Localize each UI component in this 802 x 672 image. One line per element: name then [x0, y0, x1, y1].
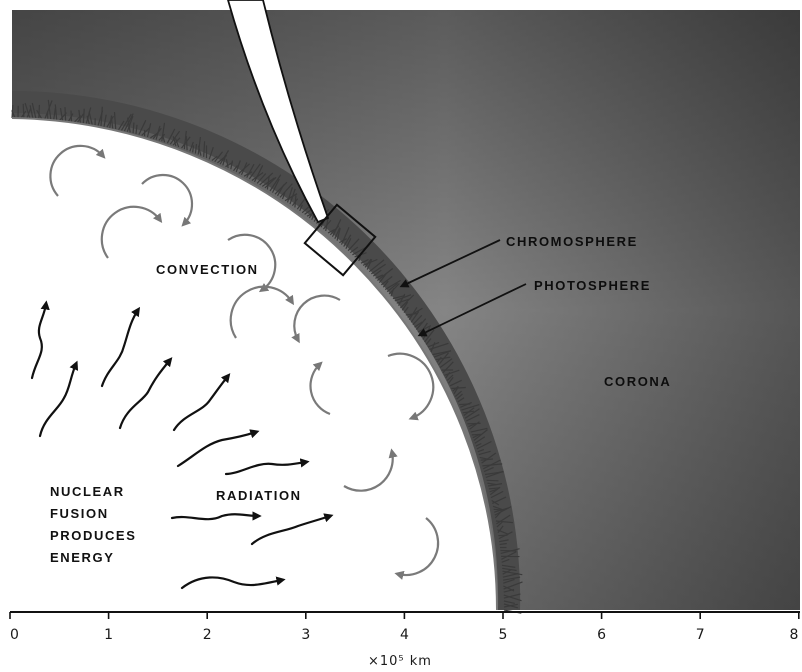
convection-label: CONVECTION [156, 262, 259, 277]
nuclear-label-line1: NUCLEAR [50, 484, 125, 499]
x-axis-tick-label: 1 [104, 627, 113, 643]
x-axis-tick-label: 3 [301, 627, 310, 643]
radiation-label: RADIATION [216, 488, 302, 503]
x-axis-tick-label: 2 [203, 627, 212, 643]
x-axis-tick-label: 6 [597, 627, 606, 643]
chromosphere-label: CHROMOSPHERE [506, 234, 638, 249]
x-axis-tick-label: 7 [696, 627, 705, 643]
x-axis-tick-label: 8 [790, 627, 799, 643]
x-axis-tick-label: 0 [10, 627, 19, 643]
x-axis-tick-label: 4 [400, 627, 409, 643]
nuclear-label-line3: PRODUCES [50, 528, 136, 543]
nuclear-label-line4: ENERGY [50, 550, 115, 565]
corona-label: CORONA [604, 374, 671, 389]
nuclear-label-line2: FUSION [50, 506, 109, 521]
x-axis-tick-label: 5 [499, 627, 508, 643]
photosphere-label: PHOTOSPHERE [534, 278, 651, 293]
x-axis-ticks [10, 612, 799, 619]
x-axis-tick-labels: 0 1 2 3 4 5 6 7 8 [10, 627, 798, 643]
x-axis-unit-label: ×10⁵ km [368, 654, 432, 669]
